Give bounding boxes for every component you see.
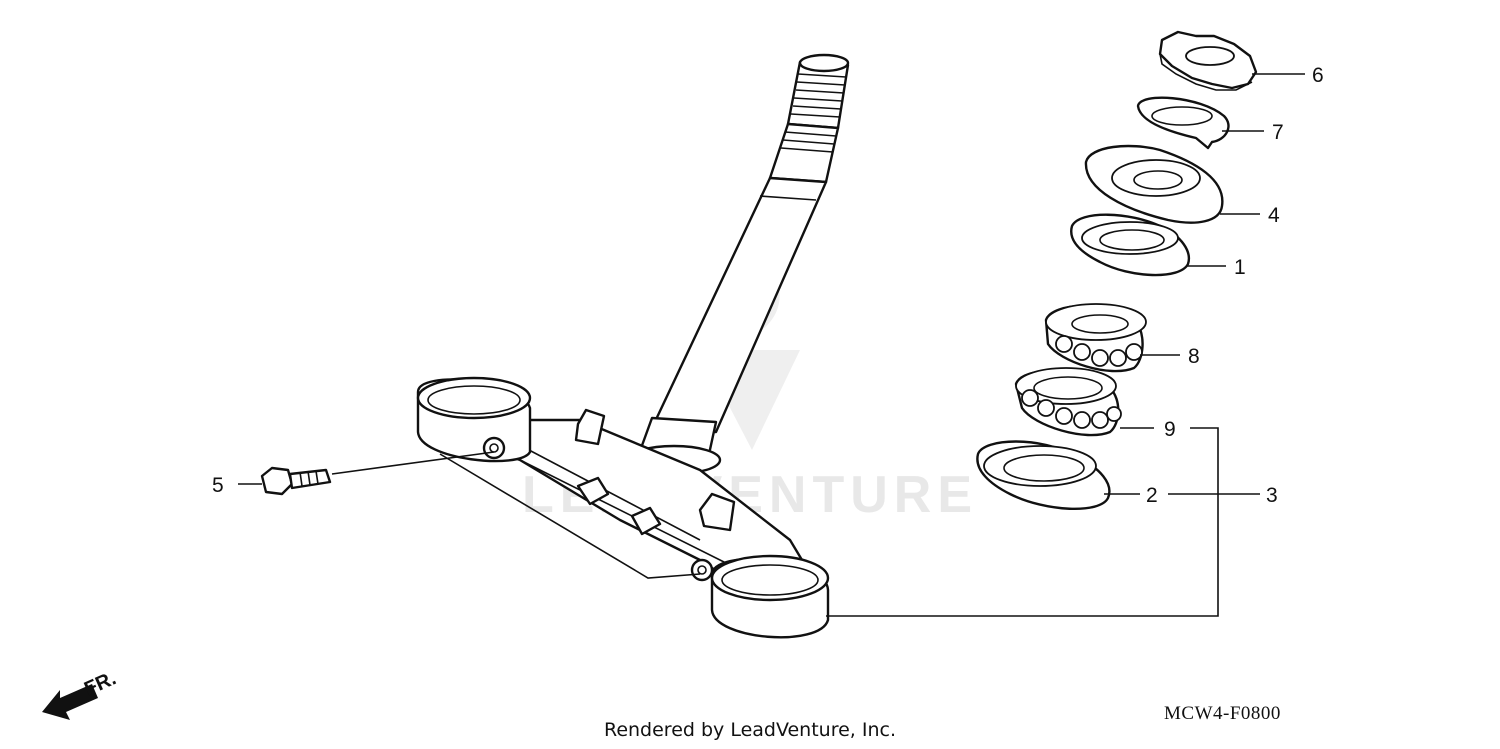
diagram-code: MCW4-F0800 [1164,703,1281,724]
part-8-upper-bearing [1044,303,1147,373]
part-2-outer-race [976,440,1111,511]
credit-text: Rendered by LeadVenture, Inc. [604,719,896,741]
leader-lines [238,73,1305,617]
front-direction-indicator: FR. [42,667,119,720]
callout-2: 2 [1146,484,1158,507]
callouts: 6 7 4 1 8 9 2 3 5 [212,64,1324,507]
part-4-adjusting-nut [1084,144,1224,224]
callout-6: 6 [1312,64,1324,87]
callout-7: 7 [1272,121,1284,144]
front-label: FR. [81,667,119,700]
part-1-outer-race [1070,213,1191,277]
part-7-lock-washer [1136,96,1230,150]
bottom-bridge [416,376,830,639]
callout-9: 9 [1164,418,1176,441]
part-9-lower-bearing [1014,367,1122,437]
part-6-lock-nut [1158,30,1258,91]
callout-5: 5 [212,474,224,497]
callout-4: 4 [1268,204,1280,227]
callout-3: 3 [1266,484,1278,507]
callout-8: 8 [1188,345,1200,368]
callout-1: 1 [1234,256,1246,279]
bolt-5 [260,466,332,496]
front-arrow-icon [42,684,98,720]
